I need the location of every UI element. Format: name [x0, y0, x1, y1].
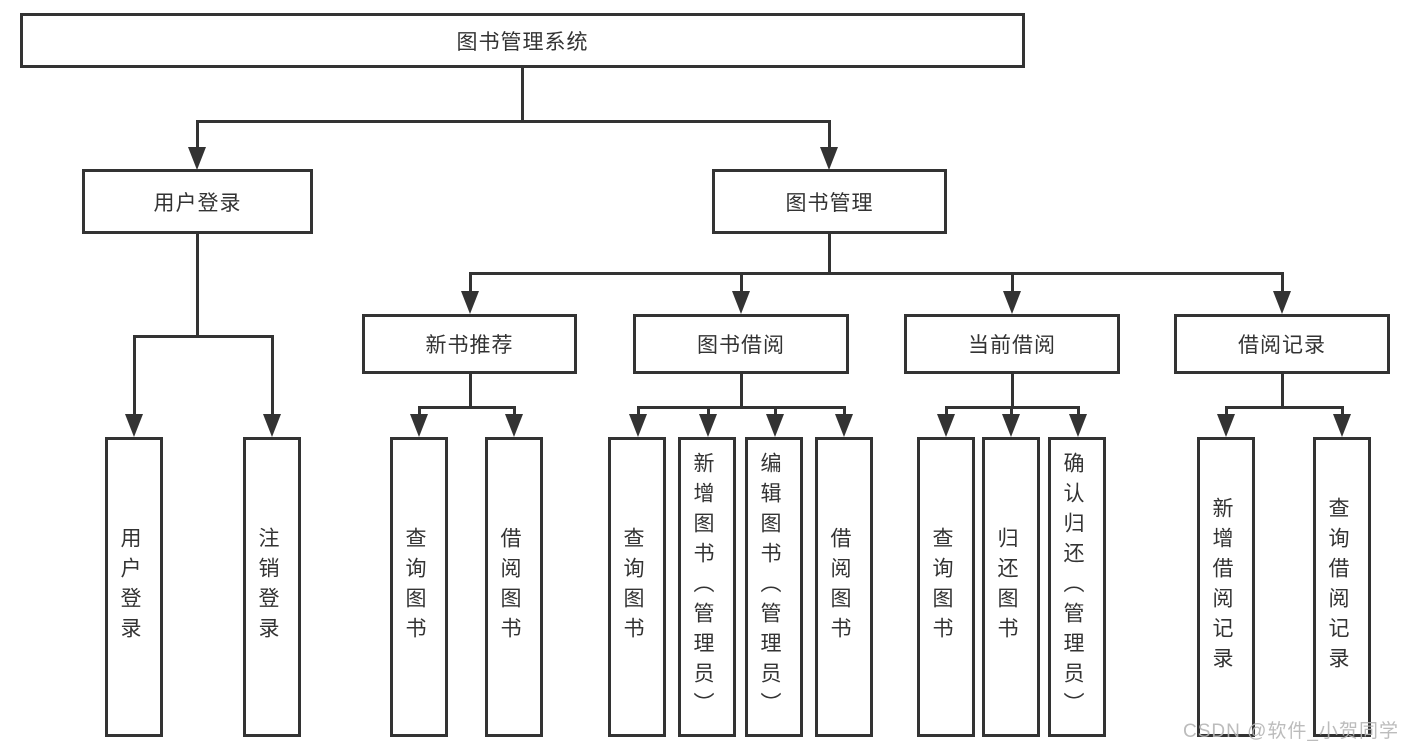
connector-line [1011, 272, 1014, 297]
leaf-bor-add-books-admin: 新增图书（管理员） [678, 437, 736, 737]
connector-line [1225, 406, 1228, 418]
arrow-down-icon [1003, 291, 1021, 314]
connector-line [637, 406, 846, 409]
arrow-down-icon [410, 414, 428, 437]
connector-line [1281, 272, 1284, 297]
node-book-management: 图书管理 [712, 169, 947, 234]
arrow-down-icon [835, 414, 853, 437]
connector-line [196, 234, 199, 335]
watermark: CSDN @软件_小贺同学 [1183, 721, 1399, 742]
arrow-down-icon [820, 147, 838, 170]
connector-line [1077, 406, 1080, 418]
arrow-down-icon [1069, 414, 1087, 437]
connector-line [133, 335, 136, 419]
node-new-book-recommend: 新书推荐 [362, 314, 577, 374]
connector-line [469, 272, 472, 297]
node-root-system: 图书管理系统 [20, 13, 1025, 68]
connector-line [740, 272, 743, 297]
connector-line [1010, 406, 1013, 418]
connector-line [196, 120, 831, 123]
leaf-new-borrow-books: 借阅图书 [485, 437, 543, 737]
leaf-bor-edit-books-admin: 编辑图书（管理员） [745, 437, 803, 737]
arrow-down-icon [732, 291, 750, 314]
leaf-logout: 注销登录 [243, 437, 301, 737]
leaf-cur-confirm-return-admin: 确认归还（管理员） [1048, 437, 1106, 737]
connector-line [469, 272, 1284, 275]
connector-line [418, 406, 421, 418]
arrow-down-icon [766, 414, 784, 437]
node-borrowing-records: 借阅记录 [1174, 314, 1390, 374]
leaf-cur-return-books: 归还图书 [982, 437, 1040, 737]
arrow-down-icon [188, 147, 206, 170]
leaf-bor-borrow-books: 借阅图书 [815, 437, 873, 737]
arrow-down-icon [699, 414, 717, 437]
connector-line [707, 406, 710, 418]
arrow-down-icon [505, 414, 523, 437]
arrow-down-icon [1273, 291, 1291, 314]
connector-line [843, 406, 846, 418]
arrow-down-icon [263, 414, 281, 437]
connector-line [637, 406, 640, 418]
leaf-new-query-books: 查询图书 [390, 437, 448, 737]
arrow-down-icon [629, 414, 647, 437]
connector-line [271, 335, 274, 419]
node-current-borrowing: 当前借阅 [904, 314, 1120, 374]
leaf-rec-add-record: 新增借阅记录 [1197, 437, 1255, 737]
leaf-rec-query-record: 查询借阅记录 [1313, 437, 1371, 737]
connector-line [740, 374, 743, 406]
arrow-down-icon [125, 414, 143, 437]
connector-line [945, 406, 948, 418]
connector-line [469, 374, 472, 406]
node-user-login: 用户登录 [82, 169, 313, 234]
connector-line [513, 406, 516, 418]
connector-line [521, 68, 524, 120]
arrow-down-icon [1217, 414, 1235, 437]
node-book-borrowing: 图书借阅 [633, 314, 849, 374]
connector-line [418, 406, 516, 409]
arrow-down-icon [1333, 414, 1351, 437]
leaf-bor-query-books: 查询图书 [608, 437, 666, 737]
connector-line [828, 120, 831, 152]
arrow-down-icon [1002, 414, 1020, 437]
connector-line [1341, 406, 1344, 418]
connector-line [828, 234, 831, 272]
arrow-down-icon [461, 291, 479, 314]
arrow-down-icon [937, 414, 955, 437]
leaf-user-login: 用户登录 [105, 437, 163, 737]
connector-line [133, 335, 274, 338]
connector-line [196, 120, 199, 152]
leaf-cur-query-books: 查询图书 [917, 437, 975, 737]
connector-line [1011, 374, 1014, 406]
connector-line [774, 406, 777, 418]
connector-line [1225, 406, 1344, 409]
connector-line [1281, 374, 1284, 406]
